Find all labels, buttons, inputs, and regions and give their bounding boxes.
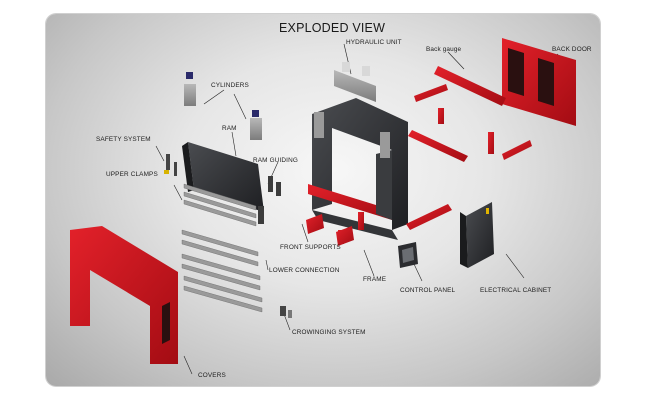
ram-guiding-part [258, 176, 281, 224]
covers-part [70, 226, 178, 364]
front-supports-part [306, 214, 354, 246]
label-back-gauge: Back gauge [426, 46, 462, 53]
crowning-system-part [280, 306, 292, 318]
ram-part [182, 142, 264, 212]
back-door-part [502, 38, 576, 126]
label-ram: RAM [222, 125, 237, 132]
label-crowinging-system: CROWINGING SYSTEM [292, 329, 366, 336]
clamp-strips [181, 183, 263, 313]
exploded-view-illustration [70, 38, 576, 375]
hydraulic-unit-part [334, 62, 376, 102]
label-lower-connection: LOWER CONNECTION [269, 267, 340, 274]
label-frame: FRAME [363, 276, 387, 283]
label-hydraulic-unit: HYDRAULIC UNIT [346, 39, 402, 46]
label-front-supports: FRONT SUPPORTS [280, 244, 341, 251]
label-upper-clamps: UPPER CLAMPS [106, 171, 158, 178]
label-safety-system: SAFETY SYSTEM [96, 136, 151, 143]
diagram-title: EXPLODED VIEW [279, 21, 386, 35]
cylinders-part [184, 72, 262, 140]
electrical-cabinet-part [460, 202, 494, 268]
label-covers: COVERS [198, 372, 226, 379]
frame-part [308, 98, 408, 240]
safety-system-part [164, 154, 177, 176]
label-control-panel: CONTROL PANEL [400, 287, 456, 294]
leader-lines [155, 43, 559, 375]
label-ram-guiding: RAM GUIDING [253, 157, 298, 164]
label-electrical-cabinet: ELECTRICAL CABINET [480, 287, 552, 294]
label-cylinders: CYLINDERS [211, 82, 249, 89]
label-back-door: BACK DOOR [552, 46, 592, 53]
back-gauge-part [408, 66, 532, 162]
diagram-panel: EXPLODED VIEW HYDRAULIC UNIT Back gauge … [46, 14, 600, 386]
control-panel-part [398, 242, 418, 268]
